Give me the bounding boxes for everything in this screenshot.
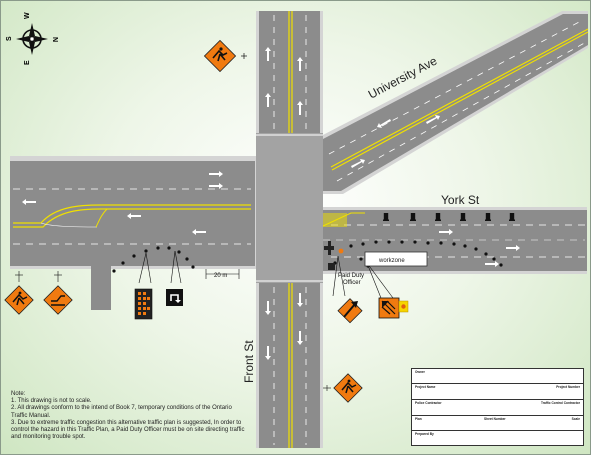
note-3: 3. Due to extreme traffic congestion thi…: [11, 419, 245, 441]
compass-e: E: [24, 60, 31, 65]
sign-worker-north: [203, 39, 247, 73]
scale-label: Scale: [571, 417, 580, 421]
front-road-west: [10, 156, 257, 310]
owner-label: Owner: [415, 370, 425, 374]
note-2: 2. All drawings conform to the intend of…: [11, 405, 232, 419]
paid-duty-officer: Paid Duty Officer: [324, 241, 364, 286]
taper-dots-west: [112, 246, 195, 273]
compass-rose: W E S N: [6, 12, 58, 65]
police-contractor-label: Police Contractor: [415, 401, 442, 405]
workzone-box: [364, 251, 428, 267]
lane-arrows: [22, 47, 520, 360]
university-ave: [321, 11, 589, 194]
title-row-plan: Plan Sheet Number Scale: [412, 415, 583, 431]
title-row-contractor: Police Contractor Traffic Control Contra…: [412, 399, 583, 416]
notes-block: Note: 1. This drawing is not to scale. 2…: [11, 391, 246, 441]
sheet-number-label: Sheet Number: [484, 417, 506, 421]
sign-worker-west: [4, 271, 34, 315]
note-1: 1. This drawing is not to scale.: [11, 398, 92, 405]
title-block: Owner Project Name Project Number Police…: [411, 368, 584, 446]
project-number-label: Project Number: [556, 385, 580, 389]
sign-turn-arrow: [166, 289, 183, 306]
project-name-label: Project Name: [415, 385, 436, 389]
notes-heading: Note:: [11, 391, 26, 397]
sign-lane-shift-west: [43, 271, 73, 315]
sign-arrow-board: [134, 288, 153, 320]
sign-worker-south: [323, 373, 363, 403]
intersection: [256, 133, 323, 283]
york-st-road: [319, 207, 587, 274]
leader-lines: [138, 250, 394, 299]
plan-label: Plan: [415, 417, 422, 421]
title-row-project: Project Name Project Number: [412, 383, 583, 400]
front-st-south: [256, 281, 323, 448]
york-st-label: York St: [441, 193, 480, 207]
front-st-north: [256, 11, 323, 135]
front-st-label: Front St: [242, 340, 256, 383]
paid-duty-label-1: Paid Duty: [338, 273, 364, 279]
sign-lane-closed-arrow: [378, 297, 409, 319]
distance-label: 20 m: [214, 273, 227, 279]
traffic-control-label: Traffic Control Contractor: [541, 401, 580, 405]
compass-n: N: [51, 37, 58, 42]
compass-s: S: [6, 36, 13, 41]
sign-arrow-diagonal: [337, 298, 363, 324]
title-row-prepared: Prepared By: [412, 430, 583, 446]
compass-w: W: [24, 12, 31, 19]
prepared-by-label: Prepared By: [415, 432, 434, 436]
title-row-owner: Owner: [412, 369, 583, 383]
distance-dimension: 20 m: [205, 269, 240, 279]
paid-duty-label-2: Officer: [343, 280, 361, 286]
workzone-label: workzone: [378, 258, 405, 264]
